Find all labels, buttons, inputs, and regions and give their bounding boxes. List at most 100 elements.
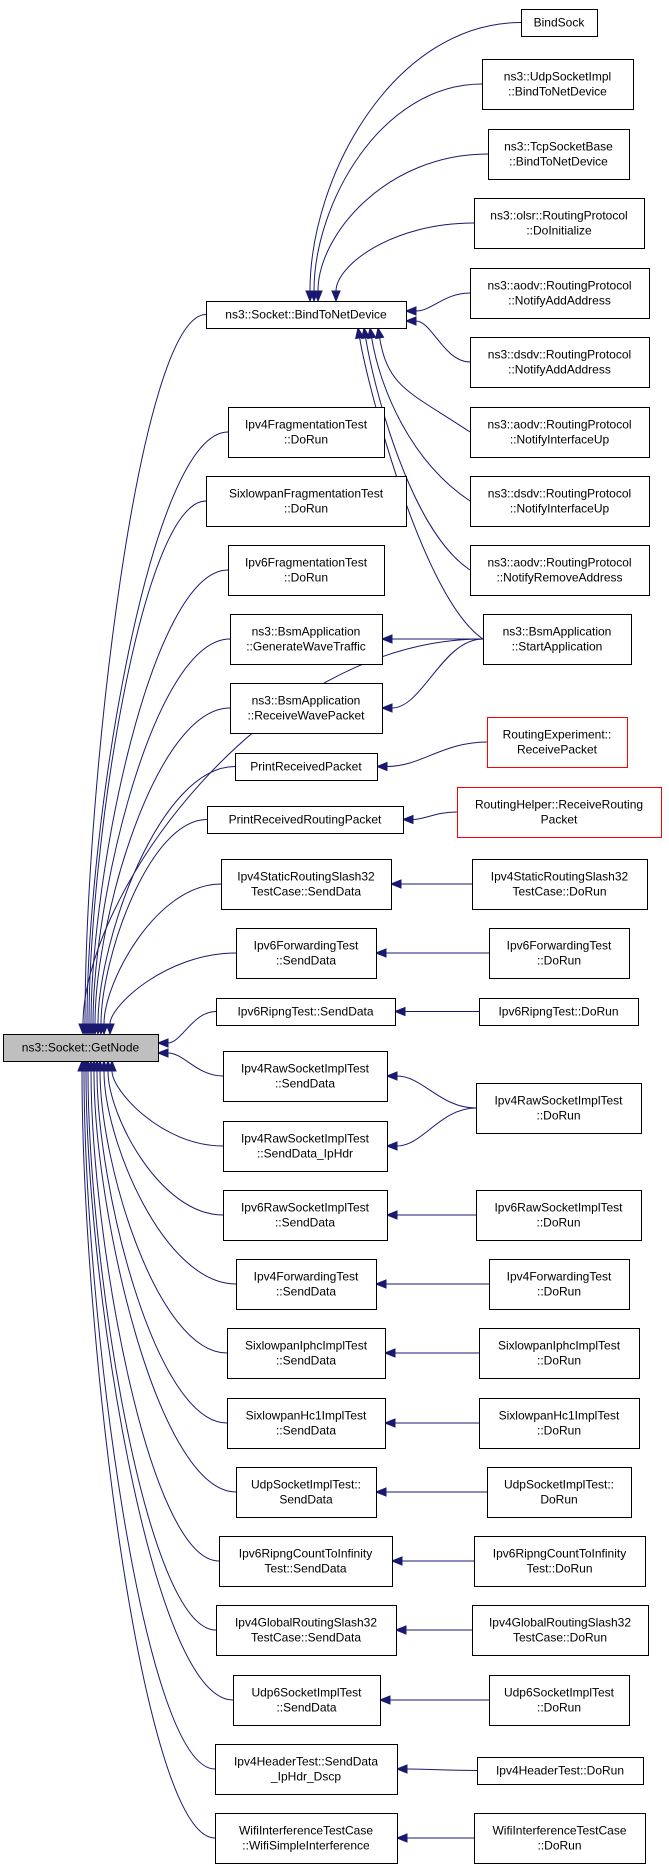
- node-ipv6frag[interactable]: Ipv6FragmentationTest::DoRun: [228, 545, 385, 596]
- node-aodv_notifyremove[interactable]: ns3::aodv::RoutingProtocol::NotifyRemove…: [470, 545, 650, 596]
- node-box: [228, 407, 385, 458]
- node-box: [230, 683, 383, 734]
- node-sixlowpanfrag[interactable]: SixlowpanFragmentationTest::DoRun: [206, 476, 407, 527]
- node-bindtonetdevice[interactable]: ns3::Socket::BindToNetDevice: [206, 301, 407, 329]
- node-label: ::DoRun: [537, 1424, 581, 1438]
- node-ipv4raw_send_iphdr[interactable]: Ipv4RawSocketImplTest::SendData_IpHdr: [223, 1121, 388, 1172]
- node-label: TestCase::DoRun: [513, 1631, 607, 1645]
- node-box: [487, 717, 628, 768]
- node-label: ns3::Socket::BindToNetDevice: [225, 308, 387, 322]
- node-label: Ipv6RipngTest::SendData: [237, 1005, 373, 1019]
- node-label: ::DoRun: [537, 1839, 581, 1853]
- edge-ipv4fwd_run-to-ipv4fwd_send: [374, 1279, 489, 1289]
- node-ipv4fwd_run[interactable]: Ipv4ForwardingTest::DoRun: [489, 1259, 630, 1310]
- edge-printrecvrouting-to-getnode: [96, 819, 208, 1036]
- node-bsm_start[interactable]: ns3::BsmApplication::StartApplication: [483, 614, 632, 665]
- node-ipv6raw_run[interactable]: Ipv6RawSocketImplTest::DoRun: [476, 1190, 642, 1241]
- edge-udpsock_run-to-udpsock_send: [374, 1487, 487, 1497]
- node-ipv4header_send[interactable]: Ipv4HeaderTest::SendData_IpHdr_Dscp: [215, 1744, 398, 1795]
- node-udpsock_run[interactable]: UdpSocketImplTest::DoRun: [487, 1467, 632, 1518]
- node-label: SixlowpanHc1ImplTest: [246, 1409, 367, 1423]
- node-box: [470, 545, 650, 596]
- node-box: [489, 928, 630, 979]
- node-box: [470, 476, 650, 527]
- node-box: [479, 1328, 640, 1379]
- node-wifi_simple[interactable]: WifiInterferenceTestCase::WifiSimpleInte…: [215, 1813, 398, 1864]
- node-label: ns3::BsmApplication: [252, 625, 361, 639]
- node-ipv6ripng_run[interactable]: Ipv6RipngTest::DoRun: [479, 998, 639, 1026]
- edge-dsdv_notifyup-to-bindtonetdevice: [367, 326, 471, 502]
- node-ipv4raw_send[interactable]: Ipv4RawSocketImplTest::SendData: [223, 1051, 388, 1102]
- node-label: ns3::BsmApplication: [503, 625, 612, 639]
- node-label: ns3::aodv::RoutingProtocol: [487, 279, 631, 293]
- node-bsm_recvwave[interactable]: ns3::BsmApplication::ReceiveWavePacket: [230, 683, 383, 734]
- node-bsm_genwave[interactable]: ns3::BsmApplication::GenerateWaveTraffic: [230, 614, 383, 665]
- node-hc1_run[interactable]: SixlowpanHc1ImplTest::DoRun: [479, 1398, 640, 1449]
- node-aodv_notifyadd[interactable]: ns3::aodv::RoutingProtocol::NotifyAddAdd…: [470, 268, 650, 319]
- node-label: ns3::dsdv::RoutingProtocol: [488, 348, 631, 362]
- node-ipv4raw_run[interactable]: Ipv4RawSocketImplTest::DoRun: [476, 1083, 642, 1134]
- node-ipv4frag[interactable]: Ipv4FragmentationTest::DoRun: [228, 407, 385, 458]
- node-box: [230, 614, 383, 665]
- node-label: SendData: [279, 1493, 333, 1507]
- node-wifi_run[interactable]: WifiInterferenceTestCase::DoRun: [474, 1813, 646, 1864]
- node-ipv4header_run[interactable]: Ipv4HeaderTest::DoRun: [477, 1757, 644, 1785]
- node-label: ::DoRun: [537, 1354, 581, 1368]
- node-label: ::GenerateWaveTraffic: [246, 640, 366, 654]
- node-hc1_send[interactable]: SixlowpanHc1ImplTest::SendData: [227, 1398, 386, 1449]
- node-label: Packet: [541, 813, 578, 827]
- node-printrecv[interactable]: PrintReceivedPacket: [235, 753, 378, 781]
- edge-iphc_run-to-iphc_send: [383, 1348, 480, 1358]
- node-bindsock[interactable]: BindSock: [521, 9, 598, 37]
- node-label: TestCase::SendData: [251, 885, 361, 899]
- edge-ipv6fwd_run-to-ipv6fwd_send: [374, 948, 490, 958]
- node-label: Udp6SocketImplTest: [251, 1686, 362, 1700]
- node-box: [489, 1259, 630, 1310]
- node-box: [235, 753, 378, 781]
- node-label: WifiInterferenceTestCase: [492, 1824, 626, 1838]
- node-label: Udp6SocketImplTest: [504, 1686, 615, 1700]
- edge-ipv4fwd_send-to-getnode: [99, 1059, 237, 1285]
- node-box: [206, 476, 407, 527]
- node-ipv4fwd_send[interactable]: Ipv4ForwardingTest::SendData: [236, 1259, 377, 1310]
- node-routingexp_recv[interactable]: RoutingExperiment::ReceivePacket: [487, 717, 628, 768]
- node-label: DoRun: [540, 1493, 577, 1507]
- node-dsdv_notifyup[interactable]: ns3::dsdv::RoutingProtocol::NotifyInterf…: [470, 476, 650, 527]
- node-olsr_doinit[interactable]: ns3::olsr::RoutingProtocol::DoInitialize: [474, 198, 645, 249]
- node-box: [457, 787, 662, 838]
- node-dsdv_notifyadd[interactable]: ns3::dsdv::RoutingProtocol::NotifyAddAdd…: [470, 337, 650, 388]
- node-udpsocketimpl_bind[interactable]: ns3::UdpSocketImpl::BindToNetDevice: [482, 59, 634, 110]
- node-aodv_notifyup[interactable]: ns3::aodv::RoutingProtocol::NotifyInterf…: [470, 407, 650, 458]
- node-label: Ipv4GlobalRoutingSlash32: [235, 1616, 377, 1630]
- node-box: [228, 545, 385, 596]
- edge-ipv4raw_send-to-getnode: [156, 1048, 224, 1077]
- edge-bsm_start-to-bsm_genwave: [380, 634, 484, 644]
- node-ipv6fwd_send[interactable]: Ipv6ForwardingTest::SendData: [236, 928, 377, 979]
- node-label: WifiInterferenceTestCase: [239, 1824, 373, 1838]
- node-box: [207, 806, 404, 834]
- node-udpsock_send[interactable]: UdpSocketImplTest::SendData: [236, 1467, 377, 1518]
- edge-hc1_run-to-hc1_send: [383, 1418, 479, 1428]
- node-label: ::NotifyRemoveAddress: [496, 571, 622, 585]
- node-udp6_send[interactable]: Udp6SocketImplTest::SendData: [233, 1675, 381, 1726]
- node-tcpsocketbase_bind[interactable]: ns3::TcpSocketBase::BindToNetDevice: [488, 129, 630, 180]
- node-box: [215, 1813, 398, 1864]
- node-iphc_send[interactable]: SixlowpanIphcImplTest::SendData: [227, 1328, 386, 1379]
- node-label: SixlowpanHc1ImplTest: [499, 1409, 620, 1423]
- node-udp6_run[interactable]: Udp6SocketImplTest::DoRun: [489, 1675, 630, 1726]
- node-ipv6raw_send[interactable]: Ipv6RawSocketImplTest::SendData: [223, 1190, 388, 1241]
- node-ipv4global_send[interactable]: Ipv4GlobalRoutingSlash32TestCase::SendDa…: [216, 1605, 397, 1656]
- node-ipv6fwd_run[interactable]: Ipv6ForwardingTest::DoRun: [489, 928, 630, 979]
- node-label: ::SendData_IpHdr: [257, 1147, 353, 1161]
- node-box: [482, 59, 634, 110]
- node-ipv6ripng_send[interactable]: Ipv6RipngTest::SendData: [216, 998, 396, 1026]
- node-ipv4static_send[interactable]: Ipv4StaticRoutingSlash32TestCase::SendDa…: [221, 859, 392, 910]
- node-printrecvrouting[interactable]: PrintReceivedRoutingPacket: [207, 806, 404, 834]
- node-iphc_run[interactable]: SixlowpanIphcImplTest::DoRun: [479, 1328, 640, 1379]
- node-getnode[interactable]: ns3::Socket::GetNode: [3, 1034, 159, 1062]
